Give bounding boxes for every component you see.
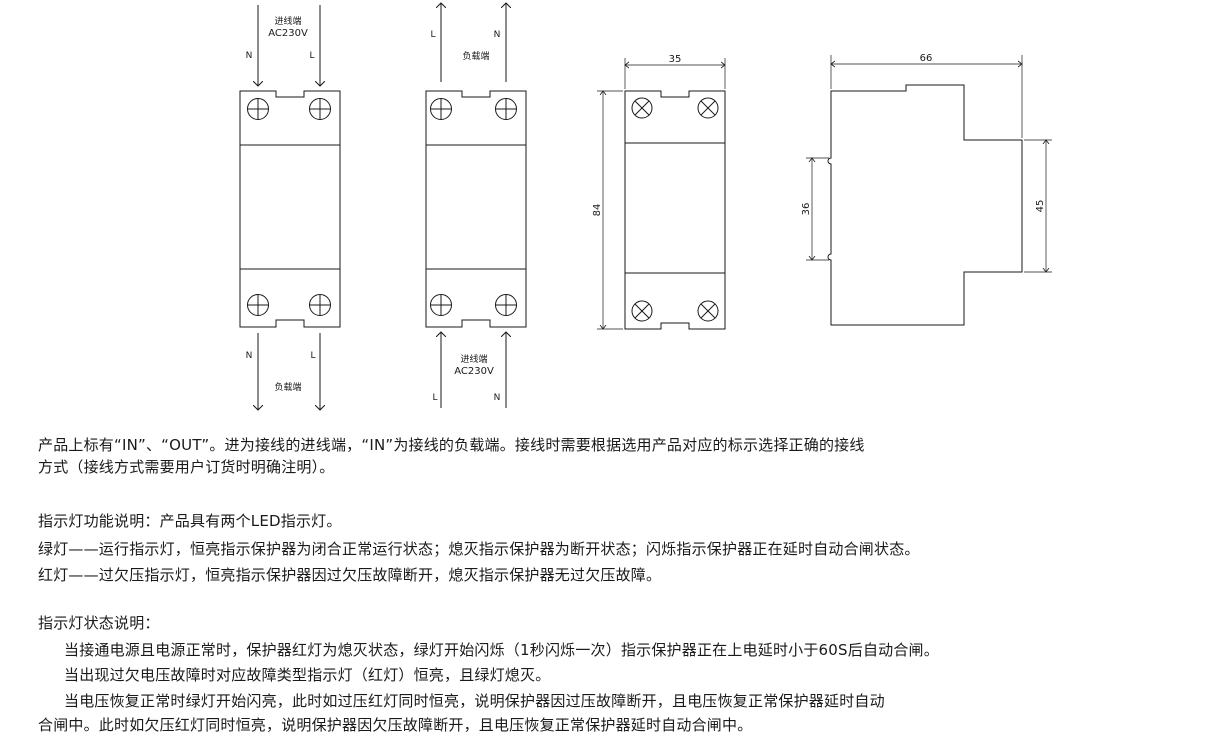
side-width-label: 66	[920, 53, 933, 64]
left-bottom-label: 负载端	[274, 381, 301, 393]
front-view	[597, 58, 725, 329]
left-top-terminal-l: L	[309, 51, 314, 61]
para2-line2: 绿灯——运行指示灯，恒亮指示保护器为闭合正常运行状态；熄灭指示保护器为断开状态；…	[38, 540, 920, 558]
cross-screw-icon	[631, 300, 653, 322]
para3-line2: 当接通电源且电源正常时，保护器红灯为熄灭状态，绿灯开始闪烁（1秒闪烁一次）指示保…	[64, 641, 939, 659]
middle-module	[425, 3, 527, 408]
cross-screw-icon	[697, 97, 719, 119]
para3-line1: 指示灯状态说明：	[38, 614, 160, 632]
middle-bottom-voltage: AC230V	[454, 366, 494, 377]
left-top-label: 进线端	[274, 15, 301, 27]
screw-terminal-icon	[309, 98, 331, 120]
left-top-terminal-n: N	[246, 51, 253, 61]
screw-terminal-icon	[247, 294, 269, 316]
side-depth-left-label: 36	[801, 203, 812, 216]
middle-bottom-terminal-l: L	[432, 393, 437, 403]
para2-line1: 指示灯功能说明：产品具有两个LED指示灯。	[38, 512, 342, 530]
cross-screw-icon	[697, 300, 719, 322]
para1-line2: 方式（接线方式需要用户订货时明确注明）。	[38, 458, 335, 476]
middle-bottom-terminal-n: N	[494, 393, 501, 403]
middle-top-terminal-l: L	[430, 30, 435, 40]
screw-terminal-icon	[430, 294, 452, 316]
side-depth-right-label: 45	[1035, 200, 1046, 213]
middle-top-terminal-n: N	[494, 30, 501, 40]
screw-terminal-icon	[309, 294, 331, 316]
screw-terminal-icon	[495, 98, 517, 120]
left-bottom-terminal-l: L	[310, 351, 315, 361]
left-top-voltage: AC230V	[268, 28, 308, 39]
para2-line3: 红灯——过欠压指示灯，恒亮指示保护器因过欠压故障断开，熄灭指示保护器无过欠压故障…	[38, 566, 662, 584]
para1-line1: 产品上标有“IN”、“OUT”。进为接线的进线端，“IN”为接线的负载端。接线时…	[38, 436, 865, 454]
para3-line4: 当电压恢复正常时绿灯开始闪亮，此时如过压红灯同时恒亮，说明保护器因过压故障断开，…	[64, 692, 885, 710]
left-module	[239, 5, 341, 410]
left-bottom-terminal-n: N	[246, 351, 253, 361]
wiring-diagram: 进线端 AC230V N L N L 负载端 L N 负载端 进线端 AC230…	[239, 0, 1052, 420]
front-height-label: 84	[592, 204, 603, 217]
screw-terminal-icon	[495, 294, 517, 316]
screw-terminal-icon	[247, 98, 269, 120]
para3-line3: 当出现过欠电压故障时对应故障类型指示灯（红灯）恒亮，且绿灯熄灭。	[64, 666, 551, 684]
front-width-label: 35	[669, 54, 682, 65]
middle-bottom-label: 进线端	[460, 353, 487, 365]
screw-terminal-icon	[430, 98, 452, 120]
cross-screw-icon	[631, 97, 653, 119]
para3-line5: 合闸中。此时如欠压红灯同时恒亮，说明保护器因欠压故障断开，且电压恢复正常保护器延…	[38, 716, 753, 734]
side-view	[806, 55, 1052, 326]
middle-top-label: 负载端	[462, 50, 489, 62]
